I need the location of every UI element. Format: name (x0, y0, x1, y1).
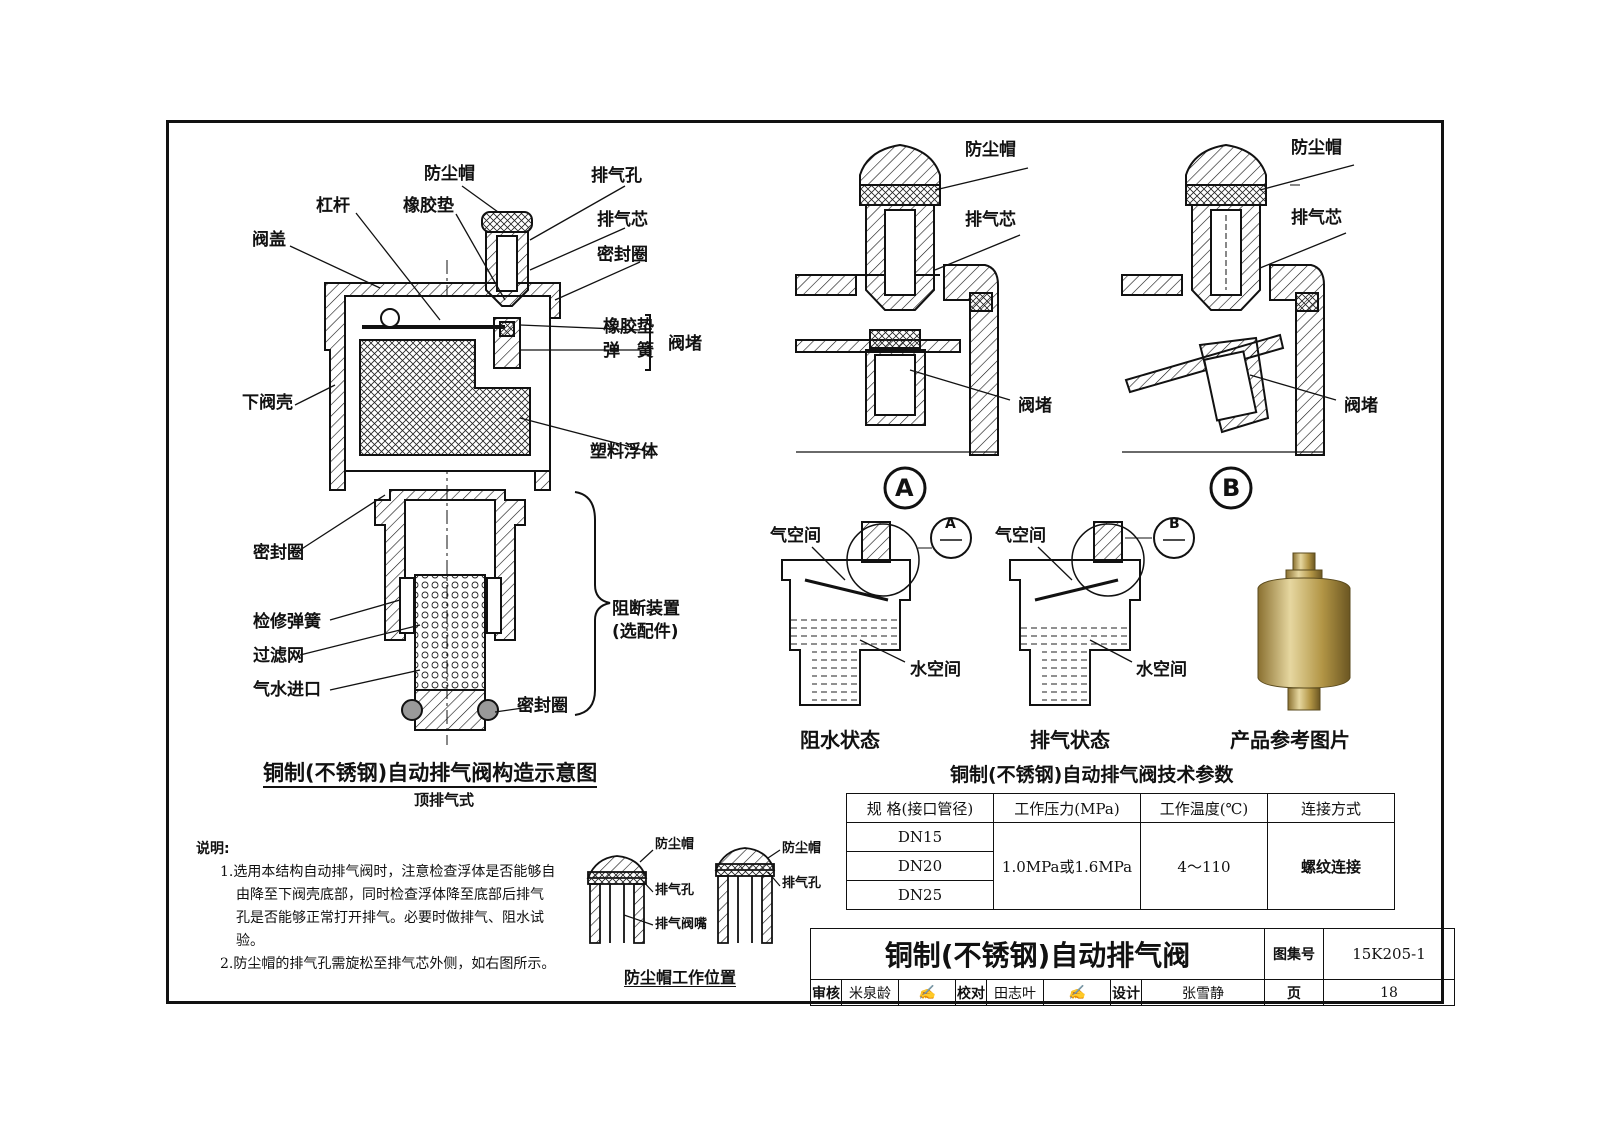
dustcap-cap1: 防尘帽 (655, 837, 695, 852)
spec-title: 铜制(不锈钢)自动排气阀技术参数 (950, 764, 1234, 786)
label-seal-ring-2: 密封圈 (253, 543, 304, 563)
label-vent-core: 排气芯 (597, 210, 648, 230)
label-lever: 杠杆 (316, 196, 350, 216)
label-seal-ring: 密封圈 (597, 245, 648, 265)
detail-b-dust-cap: 防尘帽 (1291, 138, 1342, 158)
title-block-title: 铜制(不锈钢)自动排气阀 (810, 928, 1265, 980)
label-service-spring: 检修弹簧 (253, 612, 321, 632)
atlas-number: 15K205-1 (1323, 928, 1455, 980)
product-photo (1257, 552, 1351, 711)
atlas-label: 图集号 (1264, 928, 1324, 980)
state-right-caption: 排气状态 (1030, 728, 1110, 752)
label-dust-cap: 防尘帽 (424, 164, 475, 184)
detail-a-dust-cap: 防尘帽 (965, 140, 1016, 160)
design-label: 设计 (1110, 979, 1142, 1006)
note-1: 1.选用本结构自动排气阀时，注意检查浮体是否能够自由降至下阀壳底部，同时检查浮体… (220, 864, 556, 949)
state-left-air: 气空间 (770, 526, 821, 546)
title-block: 铜制(不锈钢)自动排气阀 图集号 15K205-1 审核 米泉龄 ✍ 校对 田志… (810, 928, 1455, 1006)
note-2: 2.防尘帽的排气孔需旋松至排气芯外侧，如右图所示。 (220, 956, 556, 972)
label-rubber-pad-2: 橡胶垫 (603, 317, 654, 337)
reviewer-signature: ✍ (898, 979, 956, 1006)
state-left-caption: 阻水状态 (800, 728, 880, 752)
label-rubber-pad: 橡胶垫 (403, 196, 454, 216)
spec-header-pressure: 工作压力(MPa) (993, 793, 1141, 823)
dustcap-nozzle: 排气阀嘴 (655, 917, 708, 932)
label-lower-shell: 下阀壳 (242, 393, 293, 413)
checker-signature: ✍ (1043, 979, 1111, 1006)
spec-header-size: 规 格(接口管径) (846, 793, 994, 823)
main-title: 铜制(不锈钢)自动排气阀构造示意图 (263, 763, 598, 788)
label-float: 塑料浮体 (590, 442, 658, 462)
spec-pressure: 1.0MPa或1.6MPa (993, 822, 1141, 910)
dustcap-positions (586, 847, 781, 944)
designer-name: 张雪静 (1141, 979, 1265, 1006)
detail-a-valve-plug: 阀堵 (1018, 396, 1052, 416)
spec-header-temperature: 工作温度(℃) (1140, 793, 1268, 823)
spec-connection: 螺纹连接 (1267, 822, 1395, 910)
label-seal-ring-3: 密封圈 (517, 696, 568, 716)
reviewer-name: 米泉龄 (841, 979, 899, 1006)
main-valve-section (324, 211, 651, 745)
drawing-frame (166, 120, 1444, 1004)
main-subtitle: 顶排气式 (414, 791, 475, 809)
detail-a-letter: A (895, 474, 914, 502)
spec-size-dn20: DN20 (846, 851, 994, 881)
dustcap-cap2: 防尘帽 (782, 841, 822, 856)
dustcap-hole1: 排气孔 (655, 883, 695, 898)
label-spring: 弹 簧 (603, 341, 654, 361)
label-filter: 过滤网 (253, 646, 304, 666)
label-optional: (选配件) (612, 622, 679, 642)
label-isolation: 阻断装置 (612, 599, 680, 619)
checker-name: 田志叶 (986, 979, 1044, 1006)
detail-a-vent-core: 排气芯 (965, 210, 1016, 230)
label-inlet: 气水进口 (253, 680, 321, 700)
check-label: 校对 (955, 979, 987, 1006)
review-label: 审核 (810, 979, 842, 1006)
state-water-block (781, 517, 972, 706)
detail-b-vent-core: 排气芯 (1291, 208, 1342, 228)
spec-size-dn25: DN25 (846, 880, 994, 910)
state-venting (1009, 517, 1195, 706)
spec-table: 规 格(接口管径) 工作压力(MPa) 工作温度(℃) 连接方式 DN15 1.… (846, 793, 1395, 910)
state-right-air: 气空间 (995, 526, 1046, 546)
detail-b-letter: B (1222, 474, 1241, 502)
state-right-water: 水空间 (1136, 660, 1187, 680)
page-label: 页 (1264, 979, 1324, 1006)
detail-a (795, 143, 1029, 510)
spec-size-dn15: DN15 (846, 822, 994, 852)
label-valve-plug: 阀堵 (668, 334, 702, 354)
photo-caption: 产品参考图片 (1230, 728, 1350, 752)
dustcap-caption: 防尘帽工作位置 (624, 968, 737, 987)
notes-heading: 说明: (196, 841, 230, 857)
page-number: 18 (1323, 979, 1455, 1006)
label-vent-hole: 排气孔 (591, 166, 642, 186)
label-valve-cover: 阀盖 (252, 230, 286, 250)
detail-b-valve-plug: 阀堵 (1344, 396, 1378, 416)
spec-temperature: 4～110 (1140, 822, 1268, 910)
spec-header-connection: 连接方式 (1267, 793, 1395, 823)
state-left-callout: A (945, 516, 956, 532)
dustcap-hole2: 排气孔 (782, 876, 822, 891)
state-right-callout: B (1169, 516, 1180, 532)
state-left-water: 水空间 (910, 660, 961, 680)
notes: 说明: 1.选用本结构自动排气阀时，注意检查浮体是否能够自由降至下阀壳底部，同时… (196, 838, 556, 976)
detail-b (1121, 143, 1355, 510)
